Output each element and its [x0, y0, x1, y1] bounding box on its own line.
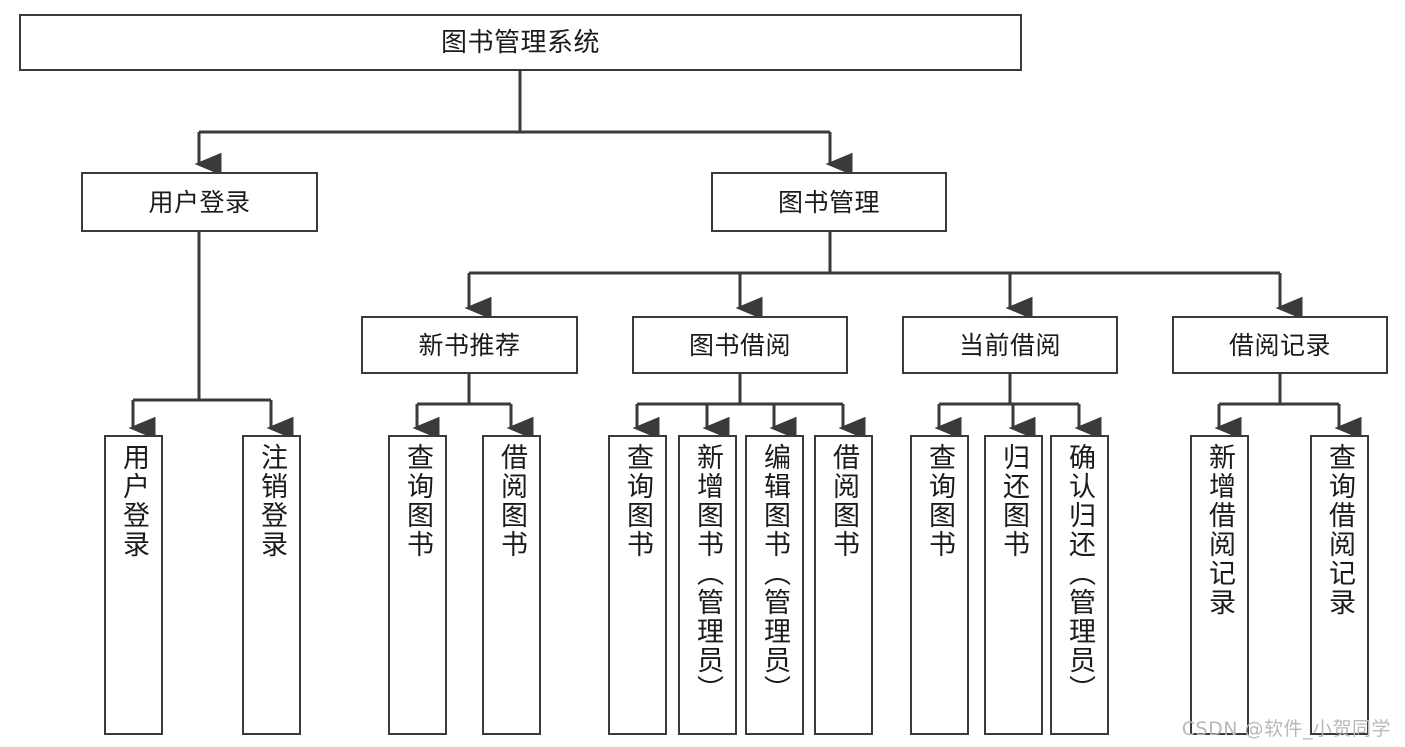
node-leaf-query-book-2-label: 查询图书 [622, 443, 653, 559]
node-leaf-borrow-book-2[interactable]: 借阅图书 [814, 435, 873, 735]
node-borrow-record-label: 借阅记录 [1228, 330, 1331, 360]
node-leaf-query-record[interactable]: 查询借阅记录 [1310, 435, 1369, 735]
node-leaf-return-book-label: 归还图书 [998, 443, 1029, 559]
node-leaf-query-book-2[interactable]: 查询图书 [608, 435, 667, 735]
node-leaf-query-book-1-label: 查询图书 [402, 443, 433, 559]
watermark: CSDN @软件_小贺同学 [1181, 718, 1391, 740]
node-leaf-logout-label: 注销登录 [256, 443, 287, 559]
node-leaf-add-book-label: 新增图书（管理员） [692, 443, 723, 704]
node-leaf-user-login-label: 用户登录 [118, 443, 149, 559]
node-user-login-label: 用户登录 [148, 187, 251, 217]
node-leaf-add-book[interactable]: 新增图书（管理员） [678, 435, 737, 735]
node-current-borrow[interactable]: 当前借阅 [902, 316, 1118, 374]
node-leaf-user-login[interactable]: 用户登录 [104, 435, 163, 735]
node-leaf-borrow-book-1-label: 借阅图书 [496, 443, 527, 559]
node-leaf-confirm-return[interactable]: 确认归还（管理员） [1050, 435, 1109, 735]
node-root[interactable]: 图书管理系统 [19, 14, 1022, 71]
node-book-manage[interactable]: 图书管理 [711, 172, 947, 232]
node-leaf-edit-book[interactable]: 编辑图书（管理员） [745, 435, 804, 735]
node-leaf-borrow-book-2-label: 借阅图书 [828, 443, 859, 559]
node-leaf-borrow-book-1[interactable]: 借阅图书 [482, 435, 541, 735]
node-leaf-return-book[interactable]: 归还图书 [984, 435, 1043, 735]
node-leaf-add-record-label: 新增借阅记录 [1204, 443, 1235, 617]
node-leaf-query-book-3[interactable]: 查询图书 [910, 435, 969, 735]
node-leaf-query-record-label: 查询借阅记录 [1324, 443, 1355, 617]
node-book-borrow-label: 图书借阅 [688, 330, 791, 360]
node-leaf-query-book-1[interactable]: 查询图书 [388, 435, 447, 735]
node-user-login[interactable]: 用户登录 [81, 172, 318, 232]
node-borrow-record[interactable]: 借阅记录 [1172, 316, 1388, 374]
node-new-book-rec-label: 新书推荐 [418, 330, 521, 360]
node-leaf-confirm-return-label: 确认归还（管理员） [1064, 443, 1095, 704]
node-book-borrow[interactable]: 图书借阅 [632, 316, 848, 374]
node-current-borrow-label: 当前借阅 [958, 330, 1061, 360]
node-leaf-add-record[interactable]: 新增借阅记录 [1190, 435, 1249, 735]
node-leaf-query-book-3-label: 查询图书 [924, 443, 955, 559]
node-leaf-edit-book-label: 编辑图书（管理员） [759, 443, 790, 704]
node-root-label: 图书管理系统 [440, 27, 600, 58]
node-book-manage-label: 图书管理 [777, 187, 880, 217]
node-leaf-logout[interactable]: 注销登录 [242, 435, 301, 735]
node-new-book-rec[interactable]: 新书推荐 [361, 316, 578, 374]
